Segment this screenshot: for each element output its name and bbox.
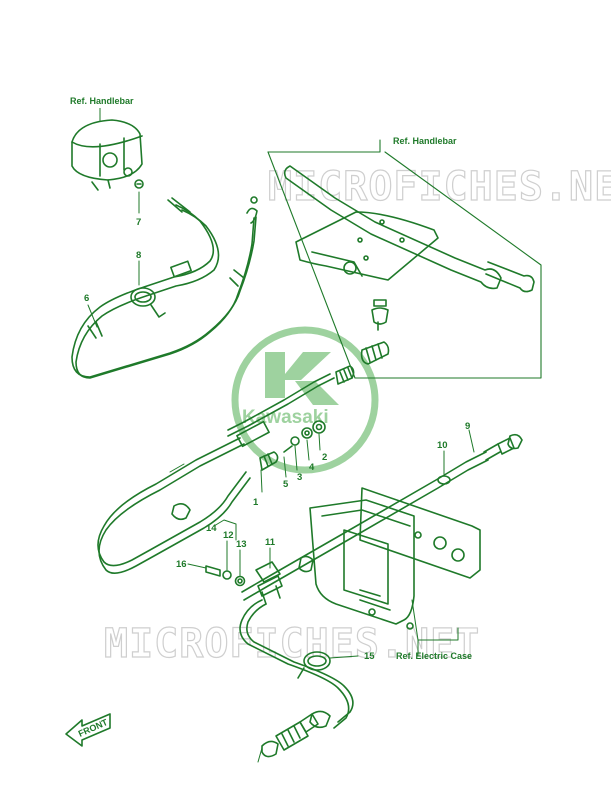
watermark-bottom: MICROFICHES.NET: [104, 621, 480, 667]
ref-electric-case: Ref. Electric Case: [396, 651, 472, 661]
callout-10: 10: [437, 440, 448, 451]
callout-8: 8: [136, 250, 141, 261]
handlebar-reference-box: [267, 139, 542, 379]
callout-3: 3: [297, 472, 302, 483]
callout-7: 7: [136, 217, 141, 228]
callout-14: 14: [206, 523, 217, 534]
bracket-11: [255, 547, 283, 605]
callout-13: 13: [236, 539, 247, 550]
kawasaki-logo: Kawasaki: [231, 326, 379, 474]
ref-handlebar-right: Ref. Handlebar: [393, 136, 457, 146]
bolt-16: [187, 563, 221, 577]
front-arrow-icon: [65, 713, 111, 747]
callout-12: 12: [223, 530, 234, 541]
washers-2-3-4: [260, 420, 326, 493]
clamp-8: [130, 260, 166, 318]
ref-handlebar-left: Ref. Handlebar: [70, 96, 134, 106]
throttle-cable-1: [97, 365, 355, 574]
callout-5: 5: [283, 479, 289, 490]
callout-4: 4: [309, 462, 315, 473]
callout-11: 11: [265, 537, 276, 548]
handlebar-switch-housing: [71, 119, 144, 191]
upper-cable: [71, 196, 258, 379]
callout-16: 16: [176, 559, 187, 570]
callout-15: 15: [364, 651, 375, 662]
lower-cable-9: [241, 429, 523, 601]
callout-2: 2: [322, 452, 327, 463]
callout-1: 1: [253, 497, 259, 508]
watermark-top: MICROFICHES.NET: [268, 164, 611, 210]
logo-text: Kawasaki: [242, 407, 329, 428]
washers-12-13: [213, 519, 246, 587]
electric-case: [309, 487, 481, 657]
throttle-cable-15: [239, 599, 359, 763]
callout-6: 6: [84, 293, 89, 304]
callout-9: 9: [465, 421, 470, 432]
